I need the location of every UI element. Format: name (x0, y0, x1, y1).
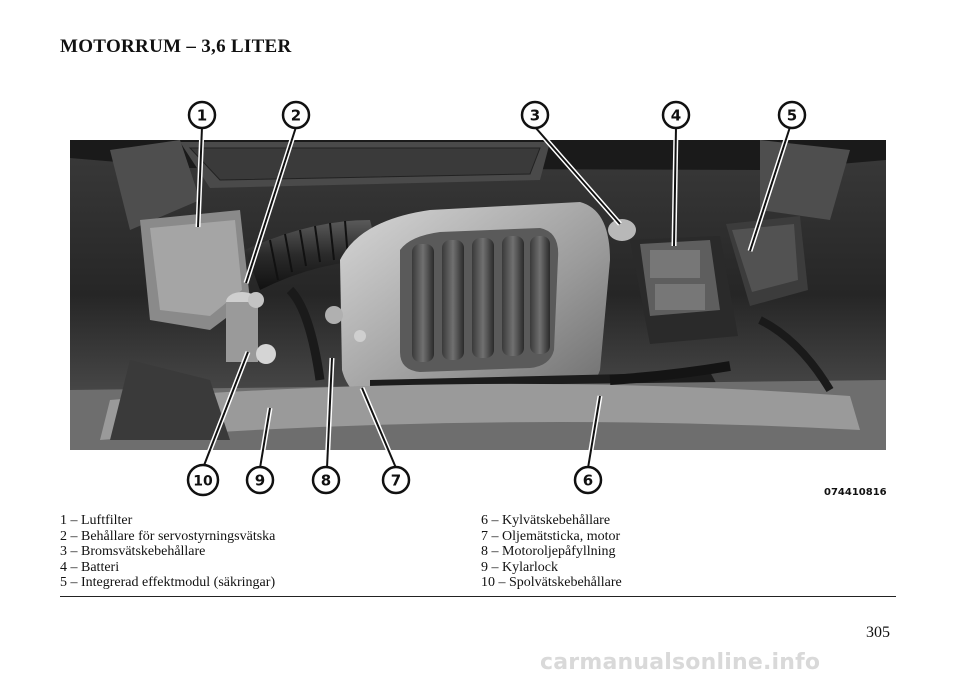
legend-item: 6 – Kylvätskebehållare (481, 513, 611, 528)
legend-item: 5 – Integrerad effektmodul (säkringar) (60, 575, 276, 590)
figure-code: 074410816 (824, 487, 887, 498)
page-title: MOTORRUM – 3,6 LITER (60, 36, 292, 57)
svg-text:1: 1 (197, 107, 207, 125)
callout-7: 7 (381, 465, 411, 495)
legend-left: 1 – Luftfilter 2 – Behållare för servost… (60, 513, 275, 591)
legend-right: 6 – Kylvätskebehållare 7 – Oljemätsticka… (481, 513, 622, 591)
engine-figure: 1 2 3 4 5 6 7 8 (70, 96, 890, 506)
callout-layer: 1 2 3 4 5 6 7 8 (186, 100, 807, 497)
callout-4: 4 (661, 100, 691, 130)
legend-item: 2 – Behållare för servostyrningsvätska (60, 528, 276, 544)
callout-2: 2 (281, 100, 311, 130)
svg-text:6: 6 (583, 472, 593, 490)
legend-item: 1 – Luftfilter (60, 513, 133, 528)
legend-item: 10 – Spolvätskebehållare (481, 575, 622, 590)
page-number: 305 (866, 624, 890, 641)
divider-rule (60, 596, 896, 597)
callout-1: 1 (187, 100, 217, 130)
leader-lines-halo (195, 125, 793, 469)
legend-item: 4 – Batteri (60, 559, 120, 575)
svg-text:10: 10 (193, 474, 213, 490)
svg-text:3: 3 (530, 107, 540, 125)
svg-text:7: 7 (391, 472, 401, 490)
callout-10: 10 (186, 463, 220, 497)
callout-8: 8 (311, 465, 341, 495)
engine-compartment-illustration (70, 140, 886, 450)
engine-photo (70, 140, 886, 450)
legend-item: 9 – Kylarlock (481, 559, 558, 575)
callout-6: 6 (573, 465, 603, 495)
legend-item: 8 – Motoroljepåfyllning (481, 544, 616, 559)
svg-text:2: 2 (291, 107, 301, 125)
svg-text:8: 8 (321, 472, 331, 490)
legend-item: 3 – Bromsvätskebehållare (60, 544, 206, 559)
callout-3: 3 (520, 100, 550, 130)
legend-item: 7 – Oljemätsticka, motor (481, 528, 621, 544)
callout-5: 5 (777, 100, 807, 130)
leader-lines (197, 126, 791, 469)
svg-text:4: 4 (671, 107, 681, 125)
svg-text:9: 9 (255, 472, 265, 490)
callout-9: 9 (245, 465, 275, 495)
watermark: carmanualsonline.info (540, 650, 821, 675)
svg-text:5: 5 (787, 107, 797, 125)
